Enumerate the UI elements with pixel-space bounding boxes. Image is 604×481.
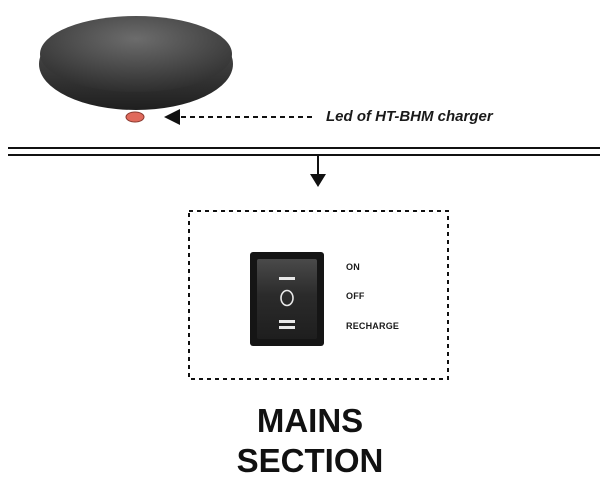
switch-recharge-mark-bottom <box>279 326 295 329</box>
switch-on-mark <box>279 277 295 280</box>
switch-position-off-label: OFF <box>346 291 365 301</box>
mains-section-box <box>188 210 449 380</box>
rocker-switch <box>250 252 324 346</box>
switch-recharge-mark-top <box>279 320 295 323</box>
switch-off-mark <box>280 289 294 307</box>
led-pointer-arrow <box>164 109 312 125</box>
down-arrow-icon <box>310 156 326 187</box>
section-title-line-2: SECTION <box>236 442 384 479</box>
charger-led <box>125 111 145 123</box>
charger-top <box>40 16 232 92</box>
switch-position-recharge-label: RECHARGE <box>346 321 400 331</box>
charger-device <box>39 16 233 110</box>
section-title-line-1: MAINS <box>256 402 364 439</box>
switch-position-on-label: ON <box>346 262 360 272</box>
led-label: Led of HT-BHM charger <box>326 108 493 125</box>
switch-rocker <box>257 259 317 339</box>
separator-double-line <box>8 147 600 156</box>
